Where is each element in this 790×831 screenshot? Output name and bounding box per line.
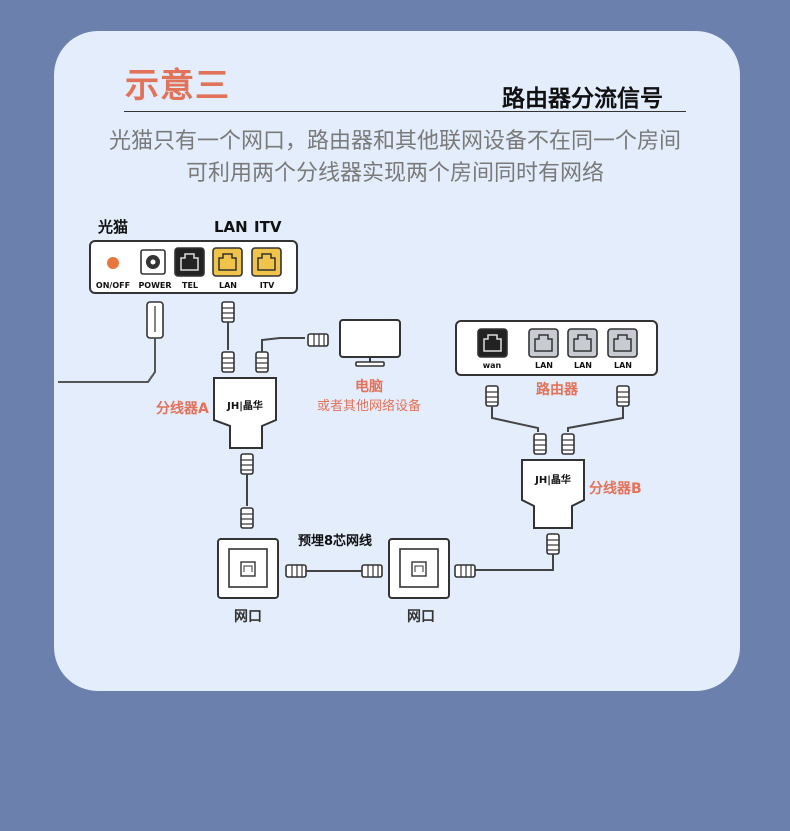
computer-label: 电脑 — [355, 378, 383, 395]
splitter-a: JH|晶华 — [213, 377, 277, 449]
router-device — [455, 320, 658, 376]
splitter-a-brand: JH|晶华 — [226, 399, 263, 412]
splitter-b-down-cable — [454, 533, 560, 578]
splitter-a-cables — [221, 301, 329, 373]
itv-port-icon — [251, 247, 282, 277]
router-port-label: LAN — [535, 361, 553, 370]
router-lan-port-icon — [607, 328, 638, 358]
router-port-label: LAN — [614, 361, 632, 370]
modem-top-itv-label: ITV — [254, 218, 282, 236]
router-port-label: wan — [483, 361, 502, 370]
modem-port-label: LAN — [219, 281, 237, 290]
diagram-title: 示意三 — [125, 66, 230, 106]
title-divider — [124, 111, 686, 112]
modem-label: 光猫 — [97, 218, 128, 236]
modem-device — [89, 240, 298, 294]
router-label: 路由器 — [536, 381, 579, 398]
computer-monitor-icon — [339, 319, 401, 367]
embedded-cable — [285, 564, 383, 578]
modem-top-lan-label: LAN — [214, 218, 248, 236]
splitter-b-label: 分线器B — [589, 480, 642, 497]
modem-port-label: POWER — [138, 281, 171, 290]
tel-port-icon — [174, 247, 205, 277]
description-line-1: 光猫只有一个网口，路由器和其他联网设备不在同一个房间 — [108, 129, 681, 154]
modem-port-label: ON/OFF — [96, 281, 130, 290]
wall-port-right — [388, 538, 450, 599]
computer-alt-label: 或者其他网络设备 — [317, 398, 421, 414]
router-port-label: LAN — [574, 361, 592, 370]
modem-port-label: TEL — [182, 281, 198, 290]
modem-port-label: ITV — [260, 281, 275, 290]
power-cable — [58, 301, 164, 383]
splitter-b-brand: JH|晶华 — [534, 473, 571, 486]
embedded-cable-label: 预埋8芯网线 — [298, 533, 372, 549]
splitter-a-down-cable — [240, 453, 254, 529]
description-line-2: 可利用两个分线器实现两个房间同时有网络 — [185, 161, 604, 186]
splitter-b: JH|晶华 — [521, 459, 585, 529]
wall-port-left — [217, 538, 279, 599]
router-lan-port-icon — [567, 328, 598, 358]
lan-port-icon — [212, 247, 243, 277]
router-lan-port-icon — [528, 328, 559, 358]
power-led-icon — [107, 257, 119, 269]
wall-port-left-label: 网口 — [234, 609, 262, 625]
router-to-splitter-b-cables — [485, 385, 630, 455]
wall-port-right-label: 网口 — [407, 609, 435, 625]
wan-port-icon — [477, 328, 508, 358]
diagram-subtitle: 路由器分流信号 — [502, 86, 663, 112]
splitter-a-label: 分线器A — [156, 400, 209, 417]
